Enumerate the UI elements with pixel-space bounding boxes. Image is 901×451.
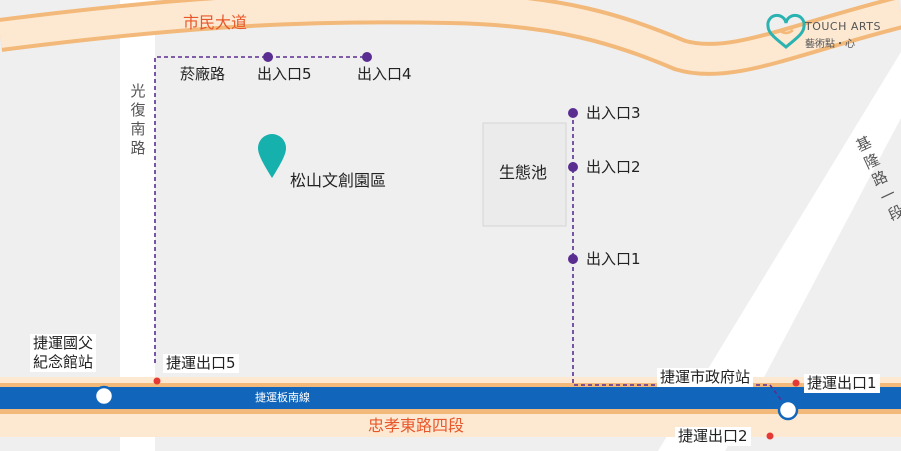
- heart-logo-icon: [766, 13, 806, 49]
- brand-block: TOUCH ARTS 藝術點・心: [805, 20, 881, 50]
- mrt-bannan-line: [0, 387, 901, 409]
- station-label-city-hall: 捷運市政府站: [657, 368, 754, 387]
- park-name: 松山文創園區: [290, 171, 387, 190]
- keelung-road: [658, 52, 901, 451]
- eco-pond-area: [482, 122, 567, 227]
- mrt-edge-top: [0, 383, 901, 388]
- mrt-edge-bottom: [0, 409, 901, 414]
- station-label-line1: 捷運國父: [33, 334, 94, 352]
- city-hall-station-icon: [777, 399, 799, 421]
- station-label-sun-yat-sen: 捷運國父 紀念館站: [30, 334, 97, 372]
- road-label-civic: 市民大道: [183, 13, 248, 32]
- road-label-guangfu: 光復南路: [130, 82, 146, 157]
- mrt-exit-5-label: 捷運出口5: [163, 354, 239, 373]
- guangfu-road: [120, 0, 155, 451]
- route-east: [572, 113, 789, 410]
- location-pin-icon: [258, 134, 286, 178]
- mrt-exit-2-label: 捷運出口2: [675, 427, 751, 446]
- mrt-exit-1-label: 捷運出口1: [804, 374, 880, 393]
- pond-label: 生態池: [499, 163, 548, 182]
- entrance-4-label: 出入口4: [357, 65, 412, 83]
- brand-name-en: TOUCH ARTS: [805, 20, 881, 33]
- road-label-zhongxiao: 忠孝東路四段: [368, 416, 465, 435]
- station-label-line2: 紀念館站: [33, 353, 94, 371]
- sun-yat-sen-station-icon: [93, 385, 115, 407]
- route-west: [154, 56, 367, 363]
- entrance-5-label: 出入口5: [257, 65, 312, 83]
- brand-name-zh: 藝術點・心: [805, 39, 855, 50]
- entrance-3-label: 出入口3: [586, 104, 641, 122]
- entrance-1-label: 出入口1: [586, 250, 641, 268]
- road-label-yanchang: 菸廠路: [180, 65, 226, 83]
- entrance-4-dot: [362, 52, 372, 62]
- mrt-exit-5-dot: [153, 377, 161, 385]
- entrance-5-dot: [263, 52, 273, 62]
- mrt-exit-1-dot: [792, 379, 800, 387]
- mrt-exit-2-dot: [766, 432, 774, 440]
- civic-boulevard-inner: [0, 0, 901, 72]
- mrt-line-label: 捷運板南線: [255, 391, 310, 404]
- entrance-2-label: 出入口2: [586, 158, 641, 176]
- entrance-2-dot: [568, 162, 578, 172]
- entrance-3-dot: [568, 108, 578, 118]
- entrance-1-dot: [568, 254, 578, 264]
